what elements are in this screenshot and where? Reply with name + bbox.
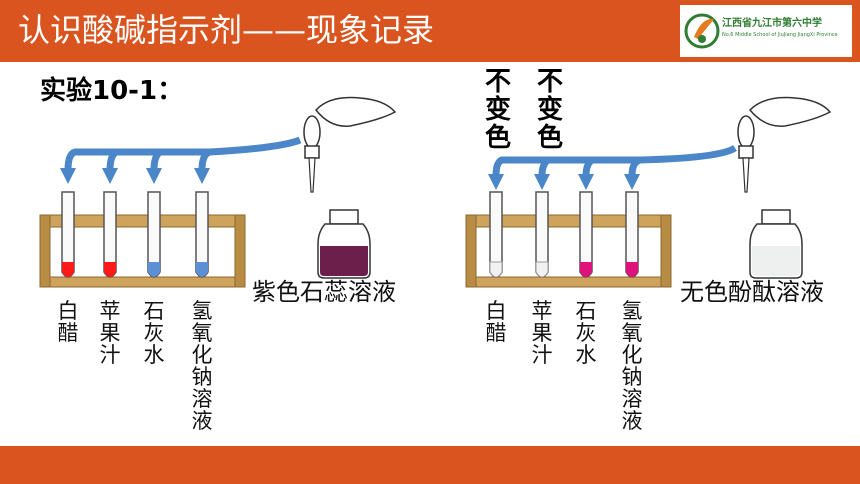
liquid-red — [62, 262, 74, 277]
school-name-en: No.6 Middle School of JiuJiang JiangXi P… — [722, 32, 838, 38]
arrow-head — [60, 168, 76, 184]
right-tube-vinegar — [489, 191, 503, 278]
school-logo — [680, 5, 852, 57]
right-test-tube-rack — [465, 214, 672, 288]
arrow-line — [198, 136, 302, 171]
arrow-line — [64, 148, 210, 171]
arrow-head — [146, 168, 162, 184]
right-label-sodium-hydroxide: 氢氧化钠溶液 — [621, 299, 643, 433]
arrow-head — [194, 168, 210, 184]
left-label-sodium-hydroxide: 氢氧化钠溶液 — [191, 299, 213, 433]
phenolphthalein-solution-label: 无色酚酞溶液 — [680, 278, 824, 306]
left-arrows — [60, 136, 302, 184]
left-tube-vinegar — [61, 191, 75, 278]
right-tube-sodium-hydroxide — [625, 191, 639, 278]
right-label-apple-juice: 苹果汁 — [531, 299, 553, 367]
right-tube-apple-juice — [535, 191, 549, 278]
page-title: 认识酸碱指示剂——现象记录 — [18, 11, 435, 49]
left-test-tube-rack — [39, 214, 246, 288]
left-tube-limewater — [147, 191, 161, 278]
left-label-limewater: 石灰水 — [143, 299, 165, 367]
litmus-bottle — [317, 209, 371, 279]
right-label-vinegar: 白醋 — [485, 299, 507, 345]
right-dropper-hand — [737, 96, 832, 193]
right-arrows — [488, 144, 737, 190]
footer-bar — [0, 446, 860, 484]
litmus-solution-label: 紫色石蕊溶液 — [252, 278, 396, 306]
right-label-limewater: 石灰水 — [575, 299, 597, 367]
phenolphthalein-bottle — [749, 209, 803, 279]
left-tube-sodium-hydroxide — [195, 191, 209, 278]
experiment-title: 实验10-1： — [40, 76, 184, 106]
left-dropper-hand — [303, 96, 397, 193]
arrow-head — [102, 168, 118, 184]
left-tube-apple-juice — [103, 191, 117, 278]
right-tube-limewater — [579, 191, 593, 278]
school-name: 江西省九江市第六中学 — [722, 18, 822, 29]
annotation-no-change-apple-juice: 不变色 — [536, 67, 563, 153]
left-label-apple-juice: 苹果汁 — [99, 299, 121, 367]
school-emblem-icon — [684, 13, 720, 49]
annotation-no-change-vinegar: 不变色 — [484, 67, 511, 153]
left-label-vinegar: 白醋 — [57, 299, 79, 345]
